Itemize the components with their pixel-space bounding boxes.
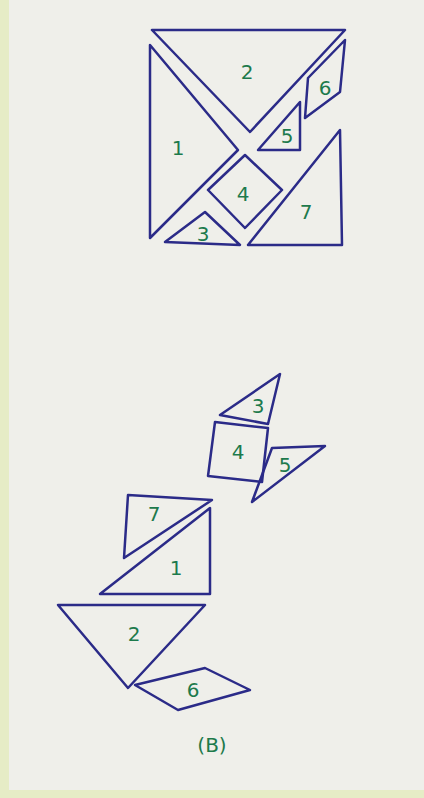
piece-shape [135,668,250,710]
piece-shape [150,45,238,238]
piece-number: 3 [197,224,210,244]
piece-shape [305,40,345,118]
piece-number: 1 [172,138,185,158]
piece-number: 3 [252,396,265,416]
piece-shape [100,508,210,594]
piece-number: 2 [128,624,141,644]
piece-number: 1 [170,558,183,578]
piece-outline [150,45,238,238]
paper-ground [9,0,424,790]
piece-number: 4 [232,442,245,462]
tangram-piece: 6 [135,668,250,710]
tangram-piece: 1 [100,508,210,594]
piece-shape [165,212,240,245]
tangram-piece: 5 [258,102,300,150]
piece-number: 5 [279,455,292,475]
piece-shape [220,374,280,424]
tangram-piece: 1 [150,45,238,238]
piece-shape [252,446,325,502]
piece-number: 7 [300,202,313,222]
piece-shape [124,495,212,558]
piece-shape [258,102,300,150]
piece-outline [100,508,210,594]
piece-outline [248,130,342,245]
tangram-piece: 6 [305,40,345,118]
tangram-piece: 4 [208,422,268,482]
piece-outline [58,605,205,688]
tangram-piece: 3 [165,212,240,245]
piece-number: 2 [241,62,254,82]
tangram-piece: 7 [248,130,342,245]
piece-outline [124,495,212,558]
tangram-piece: 7 [124,495,212,558]
figure-label: (B) [197,735,226,755]
piece-shape [58,605,205,688]
piece-number: 6 [319,78,332,98]
piece-number: 6 [187,680,200,700]
tangram-piece: 5 [252,446,325,502]
piece-outline [258,102,300,150]
piece-shape [248,130,342,245]
tangram-piece: 2 [58,605,205,688]
piece-number: 4 [237,184,250,204]
piece-number: 7 [148,504,161,524]
tangram-piece: 3 [220,374,280,424]
piece-outline [220,374,280,424]
piece-number: 5 [281,126,294,146]
piece-shape [208,422,268,482]
